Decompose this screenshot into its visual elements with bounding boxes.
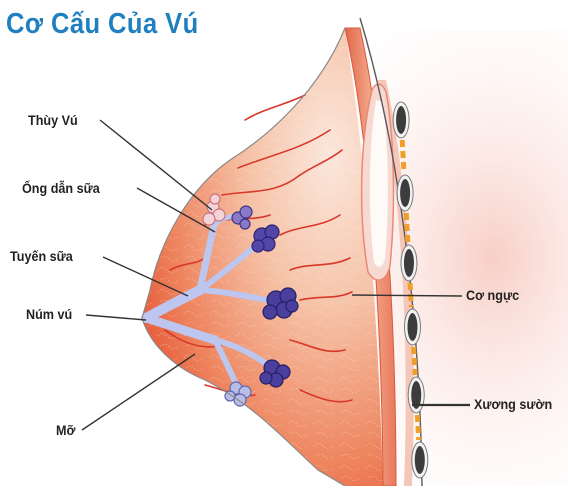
rib-cartilage	[402, 140, 404, 173]
rib-marrow	[407, 313, 417, 341]
label-fat: Mỡ	[56, 422, 75, 438]
rib-cartilage	[414, 347, 416, 375]
page-title: Cơ Cấu Của Vú	[6, 8, 199, 41]
leader-chest-muscle	[352, 295, 462, 296]
label-milk-glands: Tuyến sữa	[10, 248, 73, 264]
leader-nipple	[86, 315, 146, 320]
rib-marrow	[396, 106, 406, 134]
rib-cartilage	[406, 213, 408, 243]
label-lobes: Thùy Vú	[28, 112, 78, 128]
leader-fat	[82, 354, 195, 430]
rib-marrow	[415, 446, 425, 474]
rib-marrow	[404, 249, 414, 277]
label-milk-ducts: Ống dẫn sữa	[22, 180, 100, 196]
rib-marrow	[400, 179, 410, 207]
label-chest-muscle: Cơ ngực	[466, 287, 519, 303]
leader-lobes	[100, 120, 212, 210]
label-nipple: Núm vú	[26, 306, 72, 322]
label-ribs: Xương sườn	[474, 396, 552, 412]
